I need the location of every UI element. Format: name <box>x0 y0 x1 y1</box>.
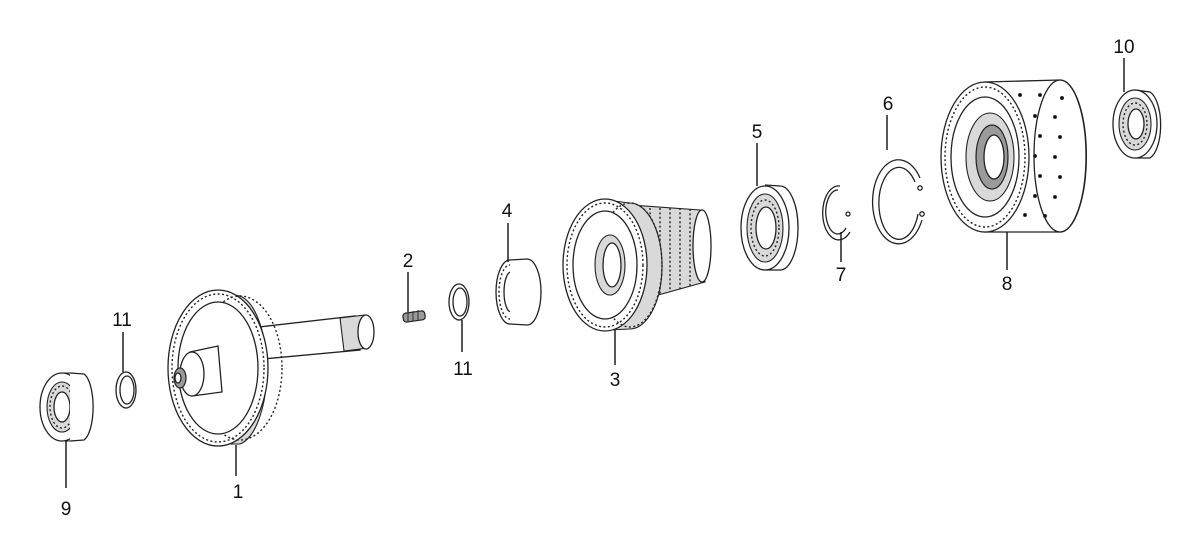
bearing-part-9 <box>39 372 94 442</box>
callout-4: 4 <box>502 201 513 222</box>
bearing-part-10 <box>1112 89 1162 159</box>
leader-lines <box>65 58 1125 488</box>
callout-8: 8 <box>1002 274 1013 295</box>
gear-part-3 <box>562 198 712 332</box>
clutch-drum-part-8 <box>940 79 1087 233</box>
snap-ring-part-11-left <box>115 371 137 409</box>
gear-shaft-part-1 <box>167 289 375 447</box>
needle-ring-part-4 <box>495 258 542 326</box>
callout-1: 1 <box>233 482 244 503</box>
pin-part-2 <box>402 310 426 323</box>
callout-6: 6 <box>883 94 894 115</box>
bearing-part-5 <box>740 184 799 271</box>
callout-11-middle: 11 <box>453 359 473 380</box>
callout-2: 2 <box>403 251 414 272</box>
callout-labels: 9 11 1 2 11 4 3 5 7 6 8 10 <box>61 37 1135 520</box>
callout-10: 10 <box>1113 37 1134 58</box>
callout-9: 9 <box>61 499 72 520</box>
callout-5: 5 <box>752 122 763 143</box>
snap-ring-part-6 <box>871 159 925 245</box>
snap-ring-part-11-middle <box>448 283 470 321</box>
callout-3: 3 <box>610 370 621 391</box>
snap-ring-part-7 <box>822 185 851 241</box>
callout-7: 7 <box>836 265 847 286</box>
callout-11-left: 11 <box>112 310 132 331</box>
